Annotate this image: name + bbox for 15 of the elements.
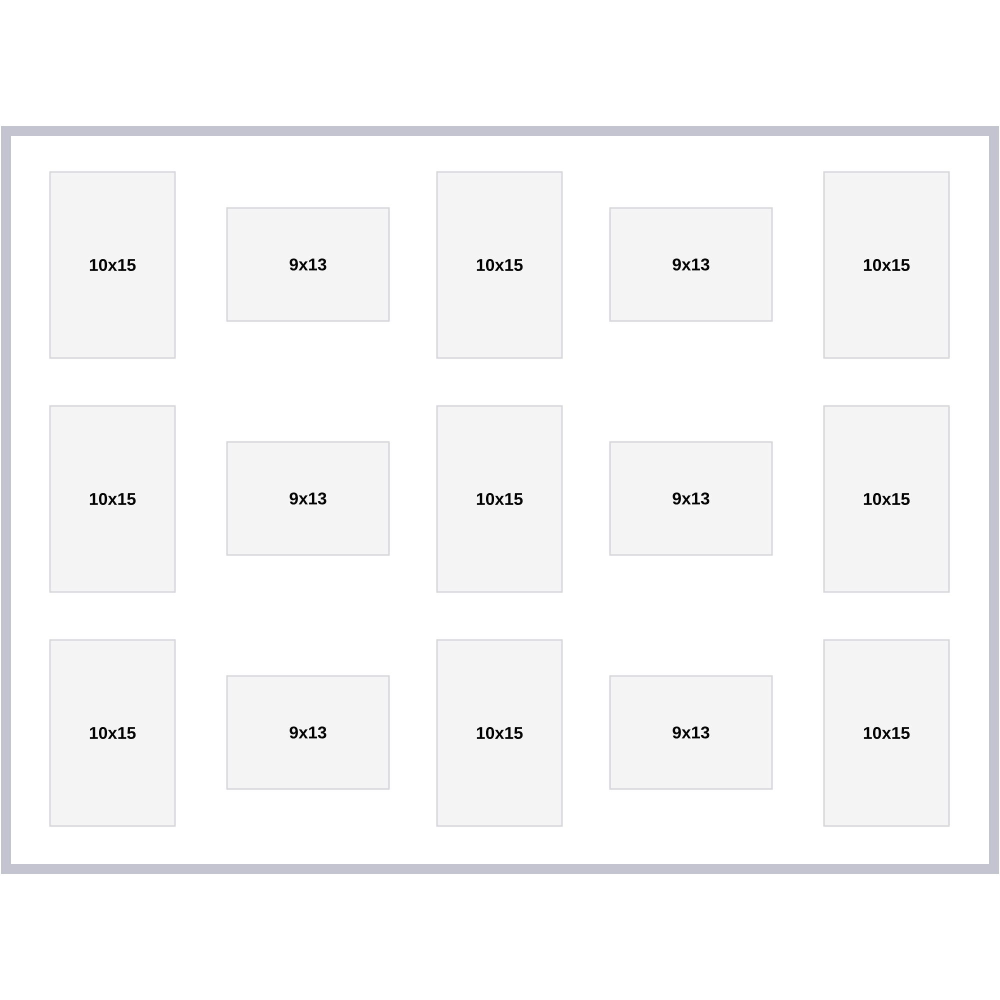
photo-opening: 10x15 (436, 171, 563, 359)
photo-opening: 9x13 (609, 675, 773, 790)
photo-opening: 10x15 (49, 405, 176, 593)
photo-opening: 9x13 (609, 441, 773, 556)
photo-opening: 9x13 (609, 207, 773, 322)
photo-opening: 10x15 (436, 639, 563, 827)
photo-opening: 9x13 (226, 675, 390, 790)
photo-opening: 10x15 (823, 639, 950, 827)
photo-opening: 9x13 (226, 441, 390, 556)
photo-opening: 9x13 (226, 207, 390, 322)
photo-opening: 10x15 (49, 639, 176, 827)
photo-opening: 10x15 (823, 171, 950, 359)
photo-opening: 10x15 (436, 405, 563, 593)
photo-opening: 10x15 (823, 405, 950, 593)
photo-opening: 10x15 (49, 171, 176, 359)
